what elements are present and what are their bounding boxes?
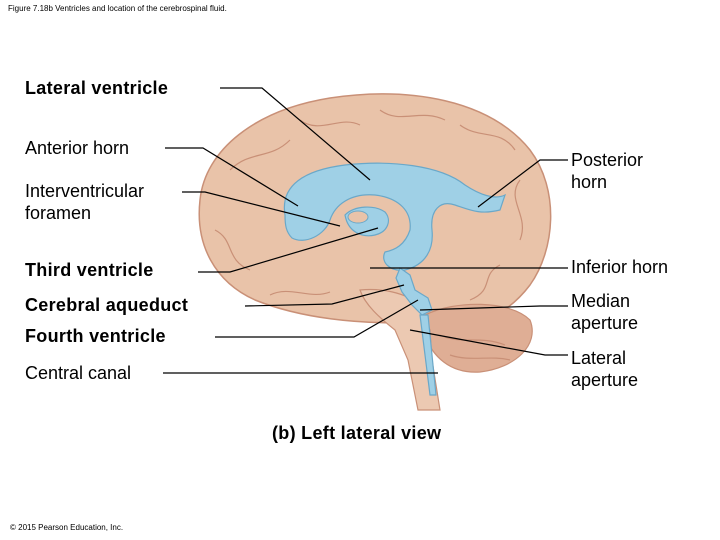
figure-caption: Figure 7.18b Ventricles and location of … <box>8 4 227 13</box>
label-fourth-ventricle: Fourth ventricle <box>25 326 166 346</box>
label-anterior-horn: Anterior horn <box>25 138 130 158</box>
leader-lateral-aperture <box>409 329 568 356</box>
cerebellum <box>424 303 533 373</box>
leader-interventricular-foramen <box>182 191 341 227</box>
leader-median-aperture <box>419 305 568 311</box>
label-interventricular-foramen: Interventricular foramen <box>25 181 145 223</box>
lateral-ventricle-shape <box>283 162 507 271</box>
leader-lateral-ventricle <box>220 87 371 181</box>
leader-fourth-ventricle <box>215 299 419 338</box>
central-canal-shape <box>419 314 437 396</box>
label-inferior-horn: Inferior horn <box>571 257 669 277</box>
leader-posterior-horn <box>477 159 568 208</box>
leader-anterior-horn <box>165 147 299 207</box>
gyri-folds <box>214 109 523 361</box>
view-label: (b) Left lateral view <box>272 423 442 443</box>
label-median-aperture: Median aperture <box>571 291 639 333</box>
label-cerebral-aqueduct: Cerebral aqueduct <box>25 295 189 315</box>
label-central-canal: Central canal <box>25 363 132 383</box>
leader-lines <box>163 87 568 374</box>
leader-cerebral-aqueduct <box>244 284 405 307</box>
aqueduct-shape <box>395 267 433 316</box>
leader-third-ventricle <box>198 227 379 273</box>
label-lateral-aperture: Lateral aperture <box>571 348 639 390</box>
label-posterior-horn: Posterior horn <box>571 150 644 192</box>
label-third-ventricle: Third ventricle <box>25 260 154 280</box>
foramen-opening <box>347 210 369 224</box>
label-lateral-ventricle: Lateral ventricle <box>25 78 169 98</box>
copyright-notice: © 2015 Pearson Education, Inc. <box>10 523 124 532</box>
